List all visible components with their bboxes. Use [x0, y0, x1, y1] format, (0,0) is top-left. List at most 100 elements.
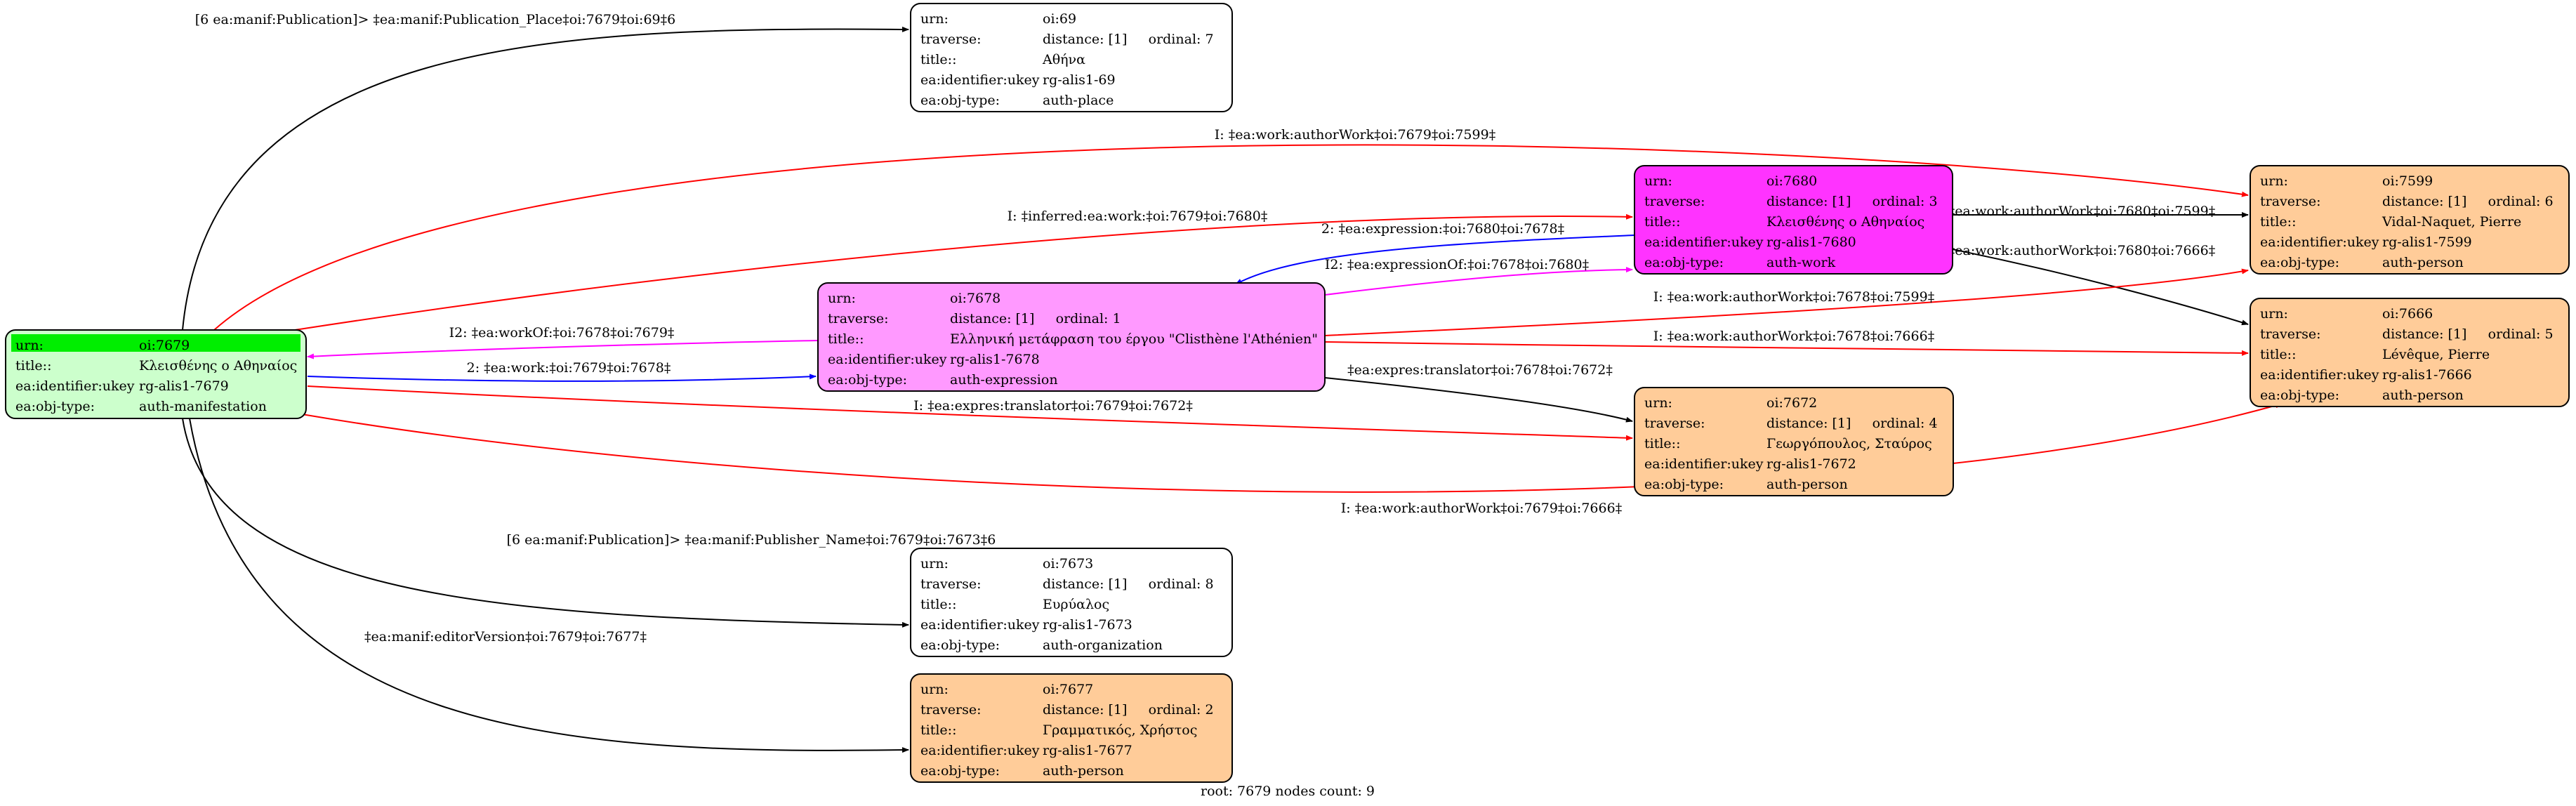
node-box — [1634, 165, 1953, 275]
edge-line — [294, 213, 1633, 331]
node-field-value: distance: [1] ordinal: 7 — [1043, 32, 1214, 47]
node-field-key: urn: — [1644, 395, 1672, 411]
node-field-key: ea:identifier:ukey — [2260, 367, 2379, 383]
node-field-value: oi:7677 — [1043, 682, 1093, 697]
node-field-value: rg-alis1-7673 — [1043, 617, 1132, 633]
edge-label: I: ‡ea:work:authorWork‡oi:7678‡oi:7599‡ — [1653, 289, 1934, 305]
node-box — [5, 329, 307, 419]
node-n69[interactable]: urn: oi:69 traverse: distance: [1] ordinal:… — [910, 3, 1233, 112]
edges-layer: [6 ea:manif:Publication]> ‡ea:manif:Publ… — [182, 12, 2283, 753]
node-field-value: auth-work — [1766, 255, 1836, 270]
edge-line — [1235, 234, 1635, 285]
node-field-key: title:: — [828, 331, 864, 347]
node-field-value: Ελληνική μετάφραση του έργου "Clisthène … — [950, 331, 1318, 347]
node-field-value: auth-expression — [950, 372, 1058, 388]
node-field-key: urn: — [920, 556, 949, 572]
edge-e11: I: ‡ea:work:authorWork‡oi:7678‡oi:7666‡ — [1324, 329, 2249, 356]
node-field-key: ea:identifier:ukey — [920, 743, 1040, 758]
node-field-value: oi:7672 — [1766, 395, 1817, 411]
node-field-key: urn: — [2260, 173, 2288, 189]
edge-label: I: ‡inferred:ea:work:‡oi:7679‡oi:7680‡ — [1008, 209, 1268, 224]
node-field-key: title:: — [1644, 214, 1680, 230]
node-field-value: auth-person — [2382, 388, 2464, 403]
node-field-key: title:: — [2260, 214, 2296, 230]
node-field-key: traverse: — [1644, 416, 1705, 431]
edge-line — [307, 340, 819, 359]
node-field-key: title:: — [920, 597, 956, 612]
node-field-value: auth-manifestation — [139, 399, 267, 414]
node-field-key: traverse: — [2260, 194, 2321, 209]
node-field-value: distance: [1] ordinal: 4 — [1766, 416, 1938, 431]
edge-label: I2: ‡ea:expressionOf:‡oi:7678‡oi:7680‡ — [1325, 257, 1589, 272]
node-field-value: oi:7679 — [139, 338, 190, 353]
node-field-key: urn: — [15, 338, 44, 353]
node-field-key: ea:obj-type: — [1644, 477, 1724, 492]
node-field-key: ea:obj-type: — [15, 399, 95, 414]
node-field-value: Κλεισθένης ο Αθηναίος — [139, 358, 297, 374]
edge-line — [213, 144, 2249, 331]
edge-label: I: ‡ea:work:authorWork‡oi:7679‡oi:7599‡ — [1215, 127, 1495, 143]
edge-label: [6 ea:manif:Publication]> ‡ea:manif:Publ… — [195, 12, 675, 27]
edge-label: I: ‡ea:work:authorWork‡oi:7678‡oi:7666‡ — [1653, 329, 1934, 344]
node-field-value: auth-place — [1043, 93, 1114, 108]
node-field-key: traverse: — [920, 576, 982, 592]
edge-e9: ‡ea:work:authorWork‡oi:7680‡oi:7666‡ — [1948, 243, 2249, 326]
node-field-value: Αθήνα — [1042, 52, 1085, 67]
edge-line — [307, 374, 817, 382]
edge-e4: 2: ‡ea:expression:‡oi:7680‡oi:7678‡ — [1235, 221, 1635, 285]
edge-label: ‡ea:work:authorWork‡oi:7680‡oi:7599‡ — [1948, 204, 2215, 219]
node-field-key: title:: — [15, 358, 51, 374]
edge-line — [189, 418, 909, 753]
node-field-key: urn: — [920, 11, 949, 27]
edge-e8: ‡ea:work:authorWork‡oi:7680‡oi:7599‡ — [1948, 204, 2249, 219]
node-field-value: oi:7673 — [1043, 556, 1093, 572]
node-field-key: traverse: — [920, 32, 982, 47]
node-field-value: rg-alis1-7672 — [1766, 456, 1856, 472]
node-field-value: rg-alis1-69 — [1043, 72, 1116, 88]
edge-e16: ‡ea:manif:editorVersion‡oi:7679‡oi:7677‡ — [189, 418, 909, 753]
node-field-value: oi:7666 — [2382, 306, 2433, 322]
node-field-key: traverse: — [828, 311, 889, 326]
node-field-key: ea:identifier:ukey — [2260, 234, 2379, 250]
node-field-value: Κλεισθένης ο Αθηναίος — [1766, 214, 1924, 230]
node-box — [817, 282, 1326, 392]
node-field-value: auth-person — [1766, 477, 1848, 492]
node-field-key: ea:identifier:ukey — [828, 352, 947, 367]
node-field-key: urn: — [1644, 173, 1672, 189]
node-field-value: Γραμματικός, Χρήστος — [1043, 722, 1197, 738]
node-field-value: rg-alis1-7680 — [1766, 234, 1856, 250]
node-field-key: traverse: — [1644, 194, 1705, 209]
node-field-key: ea:identifier:ukey — [1644, 456, 1764, 472]
node-field-key: traverse: — [920, 702, 982, 718]
node-field-value: oi:69 — [1043, 11, 1076, 27]
edge-label: I: ‡ea:expres:translator‡oi:7679‡oi:7672… — [913, 398, 1193, 414]
node-field-key: traverse: — [2260, 326, 2321, 342]
node-n7672[interactable]: urn: oi:7672 traverse: distance: [1] ordina… — [1634, 387, 1954, 496]
graph-footer: root: 7679 nodes count: 9 — [1201, 784, 1375, 799]
edge-line — [307, 385, 1633, 441]
edge-line — [301, 402, 2283, 493]
edge-e10: I: ‡ea:work:authorWork‡oi:7678‡oi:7599‡ — [1324, 268, 2249, 336]
node-field-value: auth-person — [2382, 255, 2464, 270]
node-field-key: ea:obj-type: — [828, 372, 907, 388]
node-field-value: oi:7678 — [950, 291, 1000, 306]
edge-label: I2: ‡ea:workOf:‡oi:7678‡oi:7679‡ — [449, 325, 675, 341]
edge-line — [1324, 341, 2249, 356]
node-field-value: rg-alis1-7666 — [2382, 367, 2472, 383]
node-box — [910, 673, 1233, 783]
edge-label: ‡ea:manif:editorVersion‡oi:7679‡oi:7677‡ — [364, 629, 647, 645]
edge-line — [1324, 268, 2249, 336]
node-box — [2250, 165, 2570, 275]
node-field-key: ea:obj-type: — [920, 763, 1000, 779]
node-field-value: rg-alis1-7677 — [1043, 743, 1132, 758]
edge-e15: [6 ea:manif:Publication]> ‡ea:manif:Publ… — [182, 418, 996, 628]
